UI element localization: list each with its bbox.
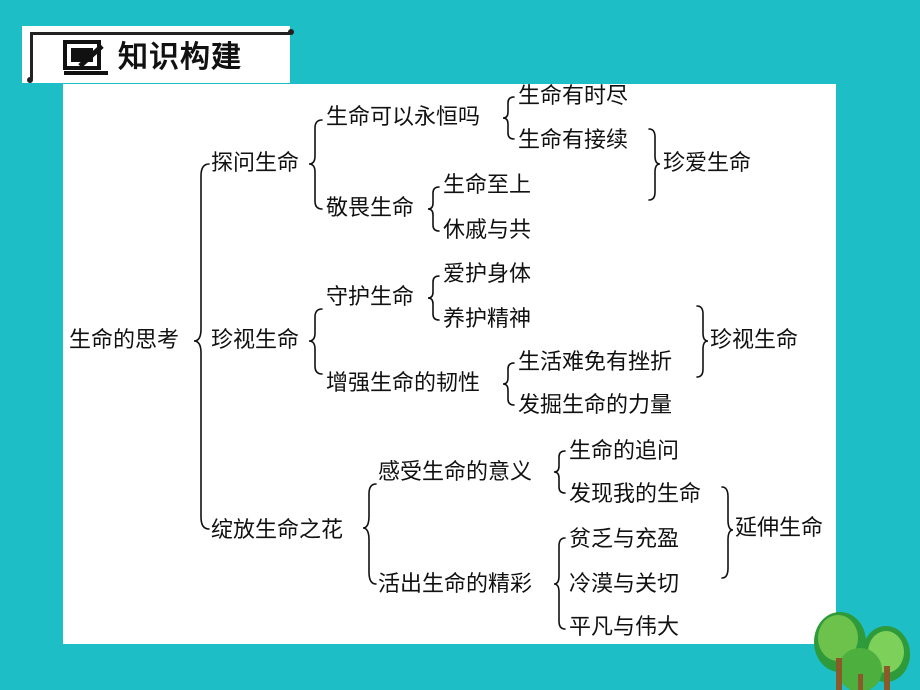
branch3-brace [362, 483, 377, 585]
leaf323: 平凡与伟大 [569, 615, 680, 640]
conclusion2: 珍视生命 [710, 328, 799, 353]
root-brace [193, 163, 210, 530]
root-label: 生命的思考 [69, 328, 180, 353]
blackboard-pencil-icon [63, 40, 108, 75]
leaf122: 休戚与共 [443, 218, 532, 243]
conc2-brace [696, 305, 709, 378]
header-title: 知识构建 [118, 40, 242, 75]
sub32-label: 活出生命的精彩 [378, 572, 533, 597]
leaf312: 发现我的生命 [569, 482, 702, 507]
leaf121: 生命至上 [443, 173, 532, 198]
sub31-brace [553, 450, 566, 494]
leaf322: 冷漠与关切 [569, 572, 680, 597]
leaf222: 发掘生命的力量 [518, 393, 673, 418]
leaf212: 养护精神 [443, 307, 532, 332]
conc1-brace [648, 128, 661, 201]
branch2-label: 珍视生命 [211, 328, 300, 353]
sub22-brace [502, 362, 515, 406]
mindmap-panel: 生命的思考 探问生命 生命可以永恒吗 生命有时尽 生命有接续 敬畏生命 生命至上… [63, 84, 836, 644]
leaf211: 爱护身体 [443, 262, 532, 287]
leaf221: 生活难免有挫折 [518, 350, 673, 375]
branch1-label: 探问生命 [211, 151, 300, 176]
leaf321: 贫乏与充盈 [569, 527, 680, 552]
sub11-brace [502, 96, 515, 140]
tree-icon [814, 612, 910, 690]
leaf112: 生命有接续 [518, 128, 629, 153]
branch1-brace [308, 119, 323, 210]
sub21-label: 守护生命 [326, 285, 415, 310]
branch2-brace [308, 308, 323, 375]
sub22-label: 增强生命的韧性 [326, 371, 481, 396]
sub11-label: 生命可以永恒吗 [326, 105, 481, 130]
sub12-label: 敬畏生命 [326, 196, 415, 221]
leaf311: 生命的追问 [569, 439, 680, 464]
conc3-brace [721, 486, 734, 579]
branch3-label: 绽放生命之花 [211, 518, 344, 543]
sub31-label: 感受生命的意义 [378, 460, 533, 485]
conclusion3: 延伸生命 [735, 516, 824, 541]
sub32-brace [553, 537, 566, 630]
sub21-brace [427, 275, 440, 321]
header-frame [27, 29, 294, 83]
conclusion1: 珍爱生命 [663, 151, 752, 176]
brace-lines [193, 96, 734, 630]
leaf111: 生命有时尽 [518, 84, 629, 109]
sub12-brace [427, 186, 440, 232]
